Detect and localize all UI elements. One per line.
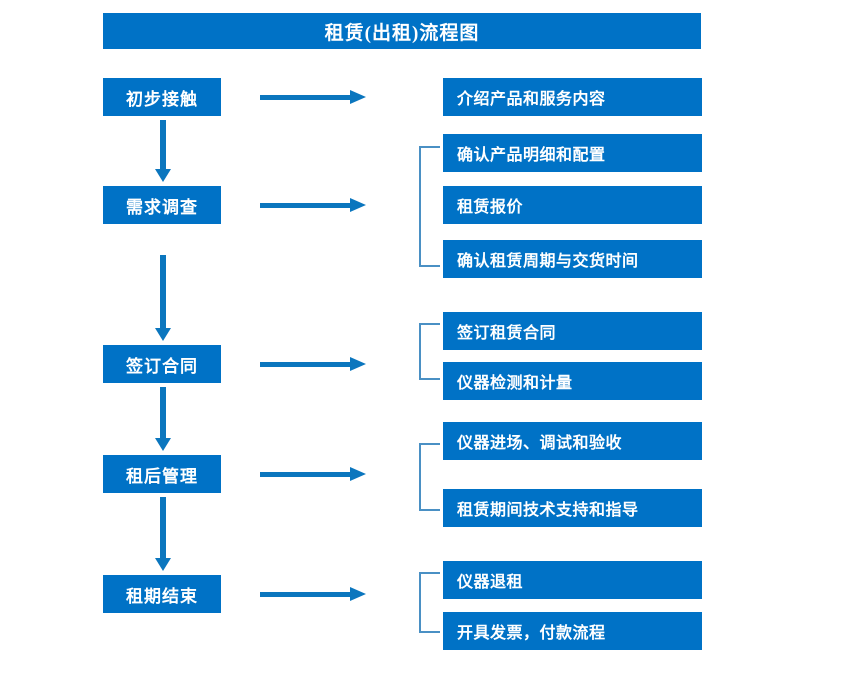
detail-box-9[interactable]: 仪器退租: [443, 561, 702, 599]
link-arrow-right-3: [260, 356, 366, 372]
arrow-head: [350, 587, 366, 601]
arrow-head: [350, 90, 366, 104]
stage-box-5[interactable]: 租期结束: [103, 575, 221, 613]
detail-box-7[interactable]: 仪器进场、调试和验收: [443, 422, 702, 460]
group-bracket-4: [419, 572, 440, 633]
detail-box-10[interactable]: 开具发票，付款流程: [443, 612, 702, 650]
arrow-head: [155, 558, 171, 571]
link-arrow-right-4: [260, 466, 366, 482]
flow-arrow-down-1: [155, 120, 171, 182]
detail-box-1[interactable]: 介绍产品和服务内容: [443, 78, 702, 116]
arrow-head: [155, 169, 171, 182]
arrow-shaft: [260, 362, 352, 367]
arrow-head: [155, 438, 171, 451]
detail-box-8[interactable]: 租赁期间技术支持和指导: [443, 489, 702, 527]
flow-arrow-down-4: [155, 497, 171, 571]
arrow-shaft: [260, 592, 352, 597]
group-bracket-1: [419, 146, 440, 267]
arrow-shaft: [260, 472, 352, 477]
group-bracket-3: [419, 443, 440, 511]
flow-arrow-down-2: [155, 255, 171, 341]
detail-box-6[interactable]: 仪器检测和计量: [443, 362, 702, 400]
stage-box-4[interactable]: 租后管理: [103, 455, 221, 493]
group-bracket-2: [419, 323, 440, 380]
arrow-shaft: [260, 95, 352, 100]
detail-box-3[interactable]: 租赁报价: [443, 186, 702, 224]
arrow-shaft: [160, 497, 166, 558]
arrow-head: [350, 357, 366, 371]
link-arrow-right-1: [260, 89, 366, 105]
arrow-head: [350, 467, 366, 481]
arrow-shaft: [160, 387, 166, 438]
stage-box-1[interactable]: 初步接触: [103, 78, 221, 116]
stage-box-3[interactable]: 签订合同: [103, 345, 221, 383]
arrow-shaft: [260, 203, 352, 208]
page-title: 租赁(出租)流程图: [103, 13, 701, 49]
arrow-head: [155, 328, 171, 341]
detail-box-2[interactable]: 确认产品明细和配置: [443, 134, 702, 172]
detail-box-5[interactable]: 签订租赁合同: [443, 312, 702, 350]
stage-box-2[interactable]: 需求调查: [103, 186, 221, 224]
flow-arrow-down-3: [155, 387, 171, 451]
detail-box-4[interactable]: 确认租赁周期与交货时间: [443, 240, 702, 278]
link-arrow-right-2: [260, 197, 366, 213]
arrow-shaft: [160, 255, 166, 328]
link-arrow-right-5: [260, 586, 366, 602]
arrow-head: [350, 198, 366, 212]
arrow-shaft: [160, 120, 166, 169]
